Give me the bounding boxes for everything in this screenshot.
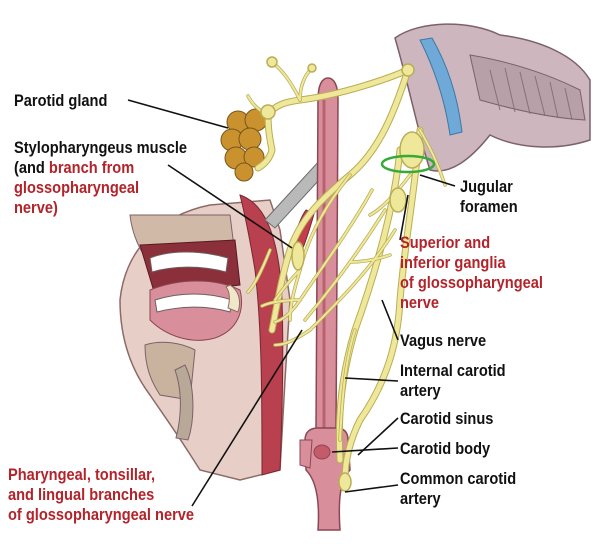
label-parotid-gland: Parotid gland bbox=[14, 91, 108, 110]
leader-lines bbox=[127, 99, 456, 507]
label-vagus-nerve: Vagus nerve bbox=[400, 331, 487, 350]
label-common-carotid-line1: Common carotid bbox=[400, 469, 517, 488]
label-internal-carotid-line1: Internal carotid bbox=[400, 361, 506, 380]
parotid-gland bbox=[220, 108, 268, 182]
label-branches-line3: of glossopharyngeal nerve bbox=[8, 505, 195, 524]
label-ganglia-line4: nerve bbox=[400, 293, 440, 312]
label-branches-line1: Pharyngeal, tonsillar, bbox=[8, 465, 156, 484]
label-internal-carotid-line2: artery bbox=[400, 381, 441, 400]
label-stylopharyngeus-line2: (and branch from bbox=[14, 158, 134, 178]
label-jugular-line2: foramen bbox=[460, 197, 518, 216]
label-stylopharyngeus-line1: Stylopharyngeus muscle bbox=[14, 138, 188, 157]
label-carotid-sinus: Carotid sinus bbox=[400, 409, 494, 428]
label-jugular-line1: Jugular bbox=[460, 177, 513, 196]
label-stylopharyngeus-line3: glossopharyngeal bbox=[14, 178, 140, 197]
label-stylopharyngeus-branch: branch from bbox=[48, 158, 135, 177]
label-ganglia-line2: inferior ganglia bbox=[400, 253, 506, 272]
label-stylopharyngeus-prefix: (and bbox=[14, 158, 49, 177]
label-branches-line2: and lingual branches bbox=[8, 485, 155, 504]
brainstem bbox=[394, 23, 591, 172]
label-common-carotid-line2: artery bbox=[400, 489, 441, 508]
glossopharyngeal-nerve bbox=[246, 56, 447, 492]
head-region bbox=[119, 194, 291, 481]
label-ganglia-line3: of glossopharyngeal bbox=[400, 273, 543, 292]
label-ganglia-line1: Superior and bbox=[400, 233, 491, 252]
label-stylopharyngeus-line4: nerve) bbox=[14, 198, 58, 217]
jugular-foramen-ring bbox=[380, 154, 436, 174]
label-carotid-body: Carotid body bbox=[400, 439, 491, 458]
